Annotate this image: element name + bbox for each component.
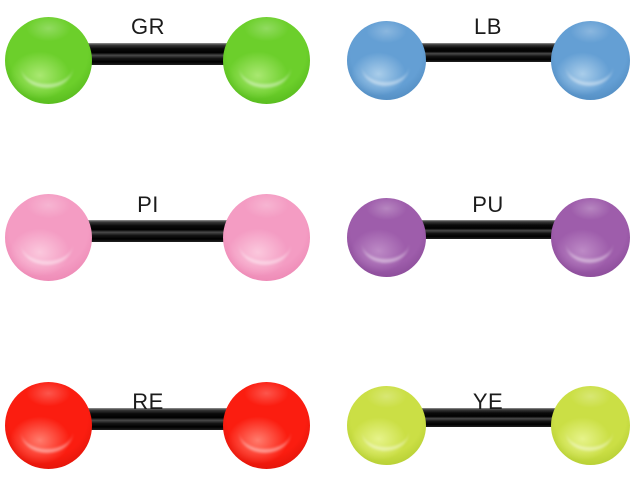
barbell-ball-right bbox=[222, 16, 310, 104]
barbell-bar bbox=[380, 43, 594, 62]
barbell-ball-right bbox=[550, 385, 630, 465]
barbell-green: GR bbox=[0, 0, 320, 160]
barbell-light-blue: LB bbox=[320, 0, 640, 160]
barbell-label: GR bbox=[131, 14, 165, 39]
barbell-label: YE bbox=[472, 389, 504, 414]
barbell-ball-left bbox=[4, 381, 92, 469]
barbell-ball-left bbox=[346, 385, 426, 465]
barbell-bar bbox=[42, 408, 272, 430]
barbell-ball-left bbox=[346, 197, 426, 277]
barbell-ball-right bbox=[550, 197, 630, 277]
barbell-ball-right bbox=[222, 381, 310, 469]
barbell-pink: PI bbox=[0, 160, 320, 320]
barbell-label: PU bbox=[472, 192, 504, 217]
barbell-purple: PU bbox=[320, 160, 640, 320]
barbell-label: PI bbox=[137, 192, 159, 217]
barbell-bar bbox=[42, 43, 272, 65]
barbell-ball-left bbox=[4, 16, 92, 104]
barbell-ball-left bbox=[346, 20, 426, 100]
barbell-bar bbox=[380, 408, 594, 427]
barbell-label: RE bbox=[132, 389, 164, 414]
barbell-bar bbox=[380, 220, 594, 239]
barbell-label: LB bbox=[474, 14, 502, 39]
barbell-ball-right bbox=[222, 193, 310, 281]
barbell-bar bbox=[42, 220, 272, 242]
barbell-red: RE bbox=[0, 320, 320, 480]
barbell-yellow: YE bbox=[320, 320, 640, 480]
barbell-ball-left bbox=[4, 193, 92, 281]
barbell-ball-right bbox=[550, 20, 630, 100]
